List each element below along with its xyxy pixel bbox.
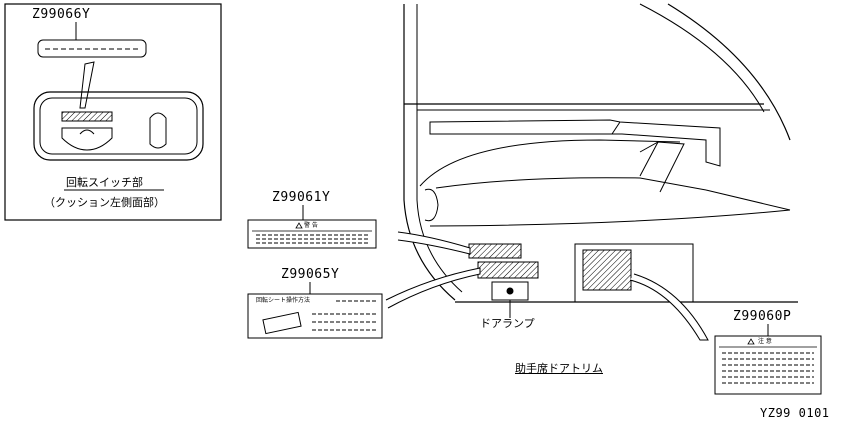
door-pocket [574, 243, 694, 303]
caption-door-lamp: ドアランプ [480, 317, 535, 330]
figure-code: YZ99 0101 [760, 406, 830, 420]
caption-swivel-switch-sub: （クッション左側面部） [44, 196, 165, 209]
label-z99060p: Z99060P [733, 309, 792, 324]
plate-caution-title: 注 意 [758, 338, 772, 345]
z99065y-location [477, 261, 539, 279]
label-z99065y: Z99065Y [281, 267, 340, 282]
label-z99066y: Z99066Y [32, 7, 91, 22]
label-z99061y: Z99061Y [272, 190, 331, 205]
window-curve-inner [639, 3, 765, 113]
z99066y-label-plate [37, 39, 147, 58]
z99061y-location [468, 243, 522, 259]
z99061y-ribbon [397, 231, 471, 255]
switch-label-hatched [61, 111, 113, 122]
plate-swivel-seat-title: 回転シート操作方法 [256, 297, 311, 304]
z99065y-ribbon [385, 267, 481, 309]
z99060p-ribbon [629, 273, 709, 341]
z99065y-plate [247, 293, 383, 339]
plate-warning-title: 警 告 [304, 222, 318, 229]
door-pillar-b [416, 4, 463, 293]
switch-knob [61, 127, 113, 151]
switch-panel-outer [33, 91, 204, 161]
switch-lever [149, 112, 167, 149]
door-pillar-a [403, 4, 456, 301]
z99061y-plate [247, 219, 377, 249]
switch-panel-inner [39, 97, 198, 155]
caption-swivel-switch: 回転スイッチ部 [66, 176, 143, 189]
inset-frame [4, 3, 222, 221]
window-curve-outer [667, 3, 791, 141]
z99060p-plate [714, 335, 822, 395]
caption-passenger-door-trim: 助手席ドアトリム [515, 362, 603, 375]
z99066y-strip [79, 61, 95, 109]
z99060p-location [582, 249, 632, 291]
